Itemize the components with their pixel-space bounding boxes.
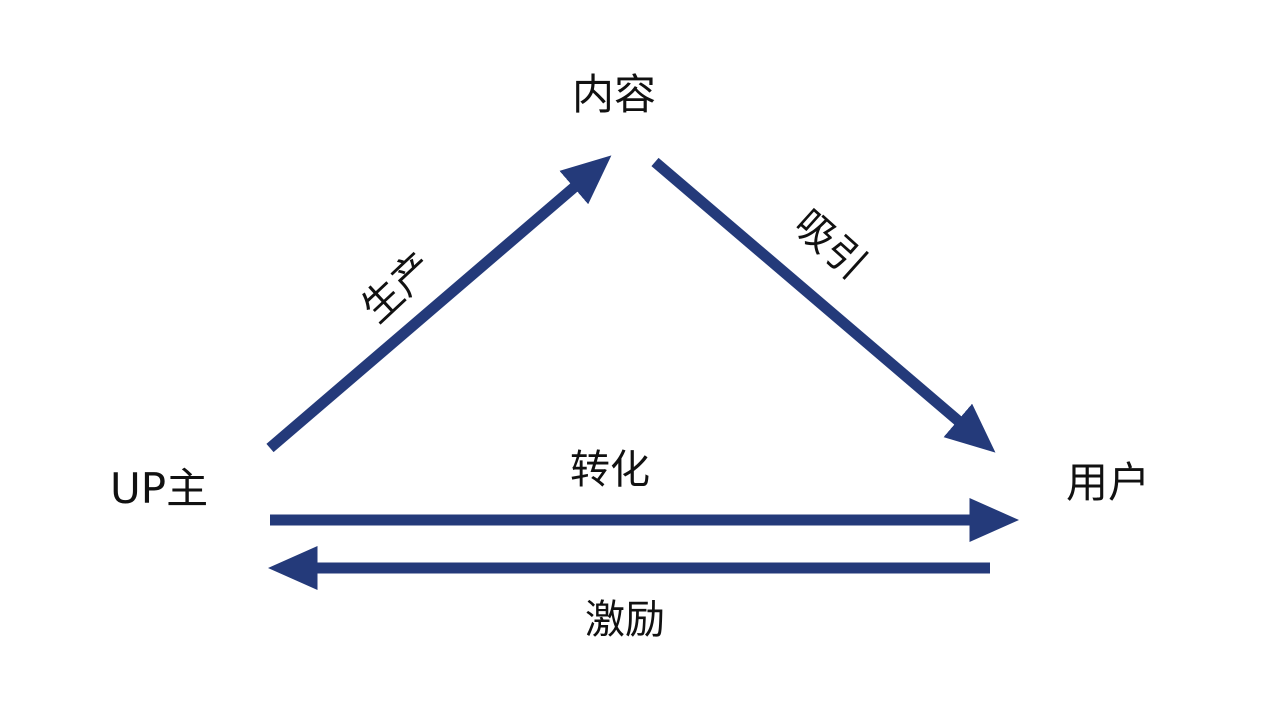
user-node-label: 用户 [1066,458,1151,507]
content-node-label: 内容 [572,70,657,119]
incentive-edge-label: 激励 [585,597,665,643]
creator-node-label: UP主 [110,464,209,513]
produce-arrow [266,155,612,453]
convert-edge-label: 转化 [570,447,650,493]
attract-arrow [651,157,996,453]
